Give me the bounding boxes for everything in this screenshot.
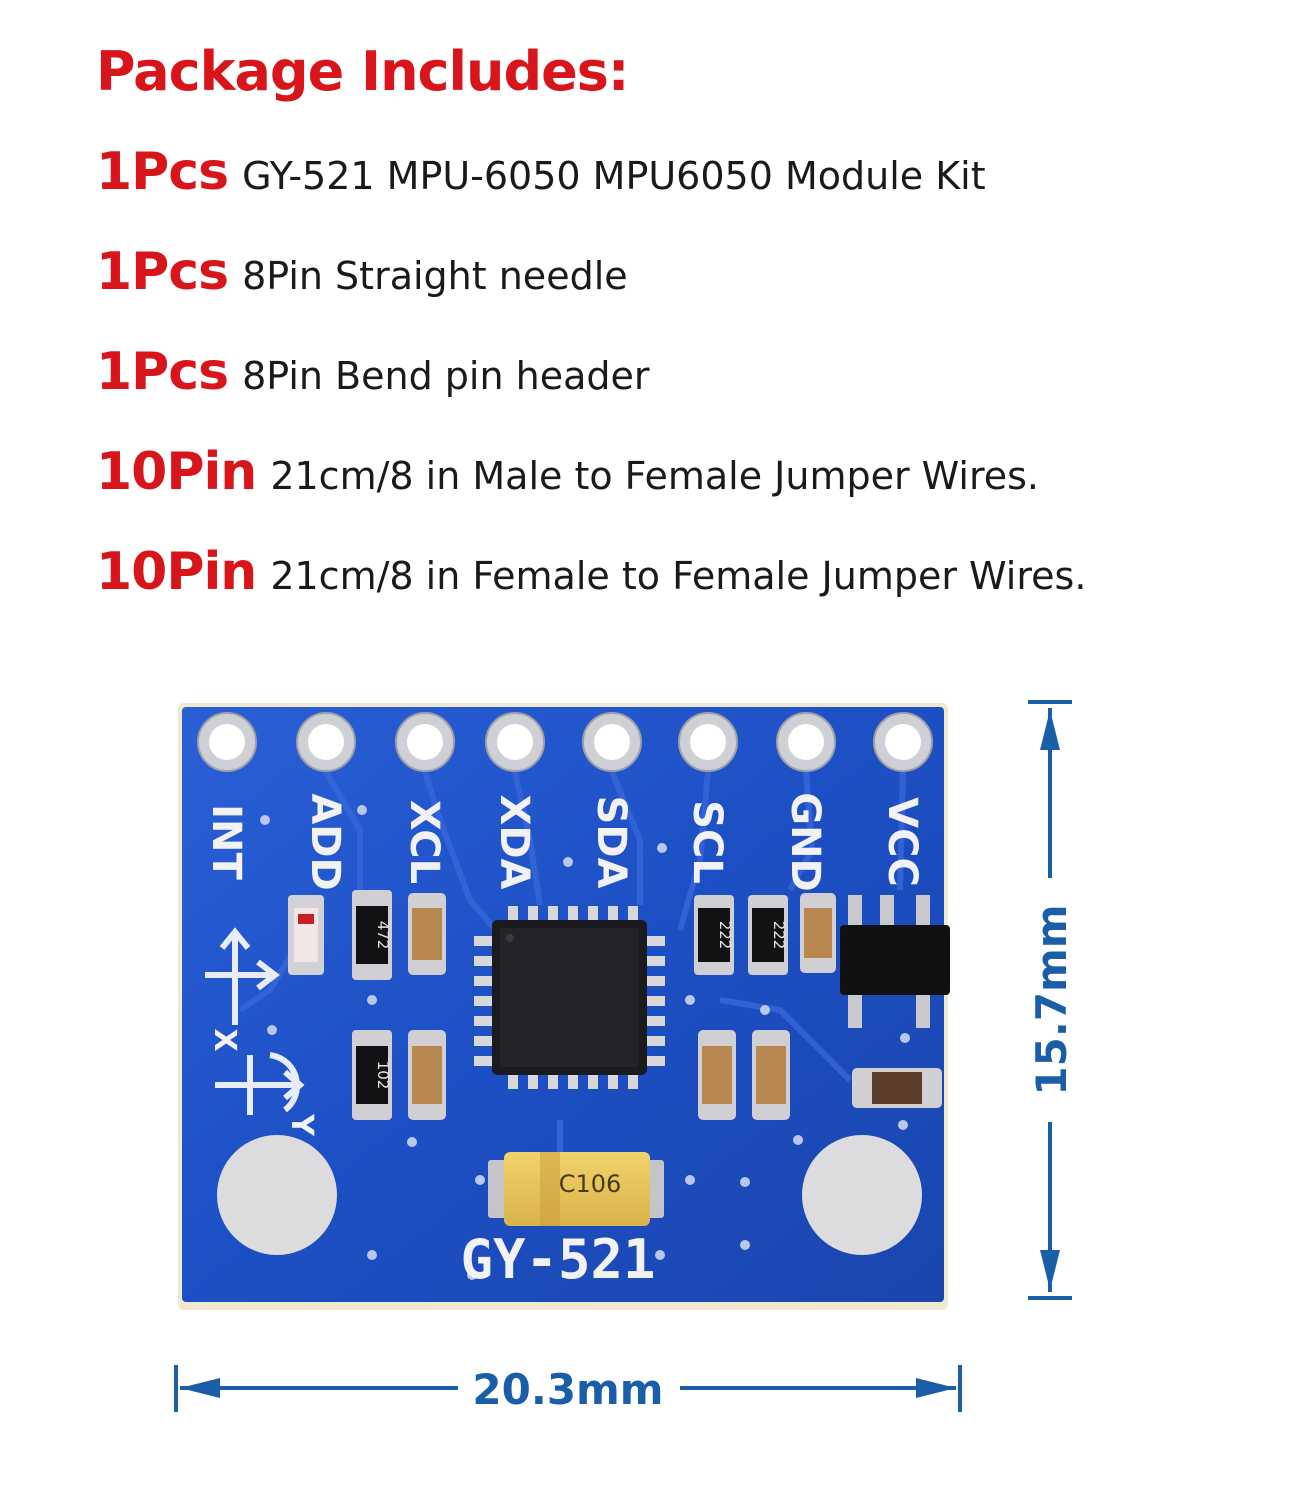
package-heading: Package Includes:	[96, 40, 630, 103]
pin-hole-gnd	[776, 712, 836, 772]
pin-label-sda: SDA	[588, 796, 634, 889]
height-dimension: 15.7mm	[1027, 700, 1076, 1300]
item-description: 21cm/8 in Female to Female Jumper Wires.	[270, 554, 1087, 598]
via-dot	[685, 995, 695, 1005]
resistor-label: 222	[716, 921, 734, 950]
pin-hole-add	[296, 712, 356, 772]
width-dimension: 20.3mm	[174, 1365, 962, 1414]
pin-hole-scl	[678, 712, 738, 772]
item-description: 21cm/8 in Male to Female Jumper Wires.	[270, 454, 1040, 498]
resistor-label: 472	[374, 921, 392, 950]
via-dot	[367, 1250, 377, 1260]
height-dimension-label: 15.7mm	[1027, 904, 1076, 1095]
via-dot	[407, 1137, 417, 1147]
item-quantity: 10Pin	[96, 442, 257, 502]
pcb-traces	[238, 770, 906, 1160]
via-dot	[900, 1033, 910, 1043]
tantalum-capacitor: C106	[488, 1152, 664, 1226]
pin-hole-int	[197, 712, 257, 772]
item-quantity: 1Pcs	[96, 342, 229, 402]
voltage-regulator-chip	[840, 895, 950, 1028]
pin-hole-vcc	[873, 712, 933, 772]
item-description: 8Pin Bend pin header	[242, 354, 650, 398]
pin-hole-sda	[582, 712, 642, 772]
axis-label-y: Y	[284, 1113, 319, 1137]
item-quantity: 1Pcs	[96, 142, 229, 202]
capacitor-label: C106	[559, 1170, 622, 1198]
pin-label-xda: XDA	[491, 795, 537, 890]
resistor-label: 222	[770, 921, 788, 950]
via-dot	[740, 1240, 750, 1250]
list-item: 1Pcs 8Pin Straight needle	[96, 242, 628, 306]
via-dot	[898, 1120, 908, 1130]
via-dot	[357, 805, 367, 815]
pin-label-add: ADD	[302, 793, 348, 890]
via-dot	[260, 815, 270, 825]
resistor-r222-b: 222	[748, 895, 788, 975]
resistor-label: 102	[374, 1061, 392, 1090]
via-dot	[685, 1175, 695, 1185]
item-quantity: 10Pin	[96, 542, 257, 602]
resistor-r102: 102	[352, 1030, 392, 1120]
width-dimension-label: 20.3mm	[472, 1365, 663, 1414]
model-label: GY-521	[460, 1228, 655, 1291]
list-item: 1Pcs GY-521 MPU-6050 MPU6050 Module Kit	[96, 142, 986, 206]
via-dot	[267, 1025, 277, 1035]
axis-indicator-icon	[205, 927, 305, 1115]
resistor-r222-a: 222	[694, 895, 734, 975]
mounting-hole-right	[802, 1135, 922, 1255]
via-dot	[475, 1175, 485, 1185]
axis-label-x: X	[207, 1028, 242, 1051]
list-item: 10Pin 21cm/8 in Male to Female Jumper Wir…	[96, 442, 1039, 506]
pin-labels: INT ADD XCL XDA SDA SCL GND VCC	[203, 792, 925, 892]
via-dot	[740, 1177, 750, 1187]
via-dot	[657, 843, 667, 853]
pin-label-xcl: XCL	[401, 800, 447, 884]
power-led	[288, 895, 324, 975]
pin-header-holes	[197, 712, 933, 772]
mounting-hole-left	[217, 1135, 337, 1255]
pin-hole-xda	[485, 712, 545, 772]
pin-hole-xcl	[395, 712, 455, 772]
pin-label-scl: SCL	[684, 800, 730, 884]
via-dot	[793, 1135, 803, 1145]
resistor-r472: 472	[352, 890, 392, 980]
via-dot	[367, 995, 377, 1005]
via-dot	[467, 1270, 477, 1280]
list-item: 1Pcs 8Pin Bend pin header	[96, 342, 650, 406]
item-description: GY-521 MPU-6050 MPU6050 Module Kit	[242, 154, 986, 198]
list-item: 10Pin 21cm/8 in Female to Female Jumper W…	[96, 542, 1086, 606]
item-description: 8Pin Straight needle	[242, 254, 628, 298]
via-dot	[760, 1005, 770, 1015]
item-quantity: 1Pcs	[96, 242, 229, 302]
ceramic-capacitors	[408, 893, 942, 1120]
pin-label-gnd: GND	[782, 792, 828, 892]
pin-label-vcc: VCC	[879, 797, 925, 887]
mpu6050-chip	[474, 906, 665, 1089]
via-dot	[655, 1250, 665, 1260]
pin-label-int: INT	[203, 804, 249, 880]
via-dot	[563, 857, 573, 867]
